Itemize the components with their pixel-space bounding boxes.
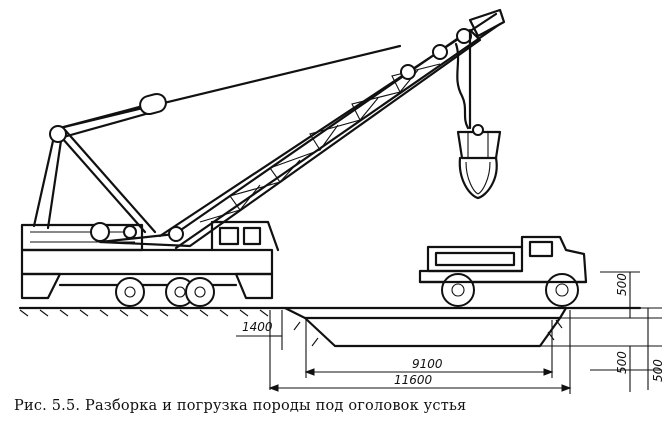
crane-carrier [20,220,280,307]
dim-label-11600: 11600 [394,373,433,387]
clamshell-grab [454,30,502,200]
crane-boom [98,8,506,250]
dim-label-500-top: 500 [615,273,629,296]
figure-caption: Рис. 5.5. Разборка и погрузка породы под… [14,398,467,414]
dim-label-1400: 1400 [242,320,273,334]
dim-label-9100: 9100 [412,357,443,371]
dump-truck [418,235,588,307]
dim-label-500-bottom: 500 [651,359,665,382]
dimension-lines [236,271,662,394]
trench-pit [283,306,568,348]
crane-mast [32,44,402,242]
dim-label-500-mid: 500 [615,351,629,374]
ground-line [18,306,642,317]
